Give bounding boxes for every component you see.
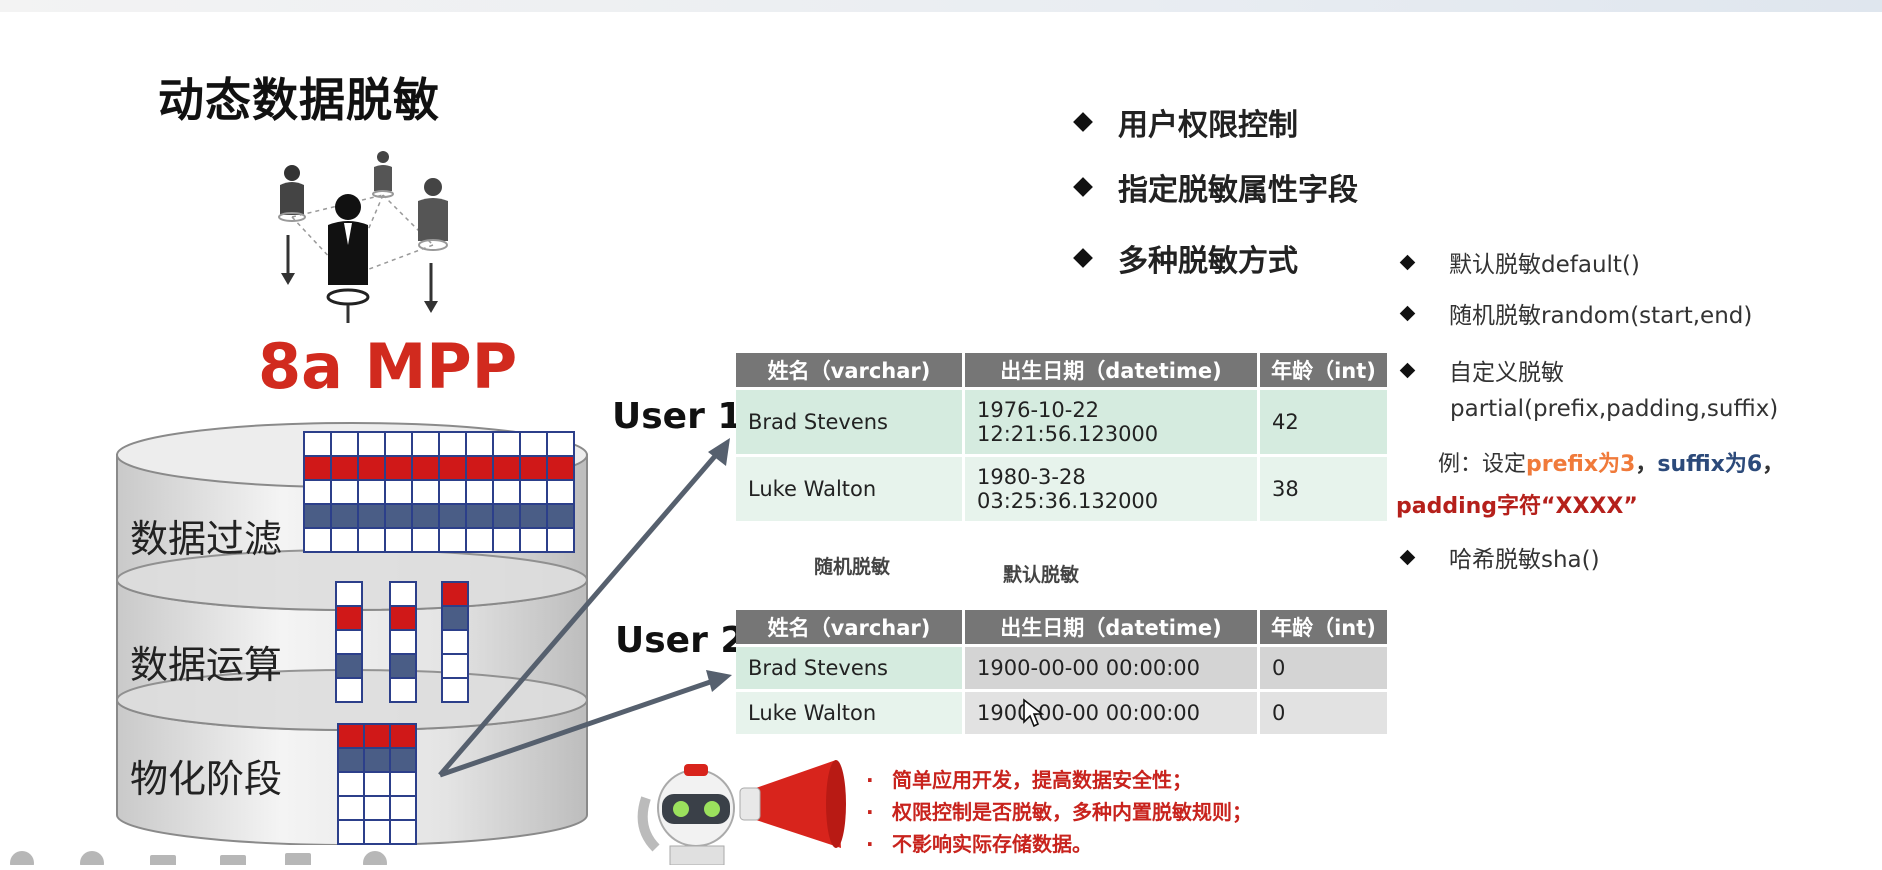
zoom-icon <box>220 855 246 867</box>
user2-label: User 2 <box>615 620 746 661</box>
method-item-random: 随机脱敏random(start,end) <box>1399 296 1752 330</box>
person-icon <box>278 165 306 222</box>
random-mask-label: 随机脱敏 <box>814 556 891 578</box>
user2-result-table: 姓名（varchar) 出生日期（datetime) 年龄（int) Brad … <box>733 607 1390 737</box>
diamond-bullet-icon <box>1399 254 1416 270</box>
people-network-icon <box>278 151 448 323</box>
previous-icon <box>10 851 34 870</box>
diamond-bullet-icon <box>1073 112 1093 132</box>
layer-filter-label: 数据过滤 <box>130 517 283 561</box>
presentation-toolbar[interactable] <box>0 845 420 870</box>
more-icon <box>363 851 387 870</box>
cell-name: Luke Walton <box>736 692 962 734</box>
diamond-bullet-icon <box>1399 305 1416 321</box>
cell-age: 0 <box>1260 647 1387 689</box>
feature-item: 多种脱敏方式 <box>1073 236 1298 280</box>
robot-megaphone-icon <box>637 760 846 865</box>
note-item: ·权限控制是否脱敏，多种内置脱敏规则； <box>866 800 1252 824</box>
column-header-name: 姓名（varchar) <box>736 610 962 644</box>
cell-age: 42 <box>1260 390 1387 454</box>
column-header-birth: 出生日期（datetime) <box>965 353 1257 387</box>
feature-item: 用户权限控制 <box>1073 100 1298 144</box>
data-grid-graphic <box>303 431 575 845</box>
slide-title: 动态数据脱敏 <box>158 73 440 127</box>
diamond-bullet-icon <box>1399 362 1416 378</box>
layer-compute-label: 数据运算 <box>130 643 283 687</box>
feature-item: 指定脱敏属性字段 <box>1073 165 1358 209</box>
column-header-birth: 出生日期（datetime) <box>965 610 1257 644</box>
table-row: Luke Walton 1900-00-00 00:00:00 0 <box>736 692 1387 734</box>
method-custom-signature: partial(prefix,padding,suffix) <box>1450 396 1779 422</box>
method-item-hash: 哈希脱敏sha() <box>1399 540 1600 574</box>
slides-icon <box>285 853 311 867</box>
user1-label: User 1 <box>612 396 743 437</box>
example-padding: padding字符“XXXX” <box>1396 494 1638 519</box>
cell-birth: 1900-00-00 00:00:00 <box>965 647 1257 689</box>
default-mask-label: 默认脱敏 <box>1003 564 1080 586</box>
flow-arrows <box>438 438 732 778</box>
example-line: 例：设定prefix为3，suffix为6， <box>1438 452 1785 477</box>
next-icon <box>80 851 104 870</box>
cell-age: 38 <box>1260 457 1387 521</box>
user1-result-table: 姓名（varchar) 出生日期（datetime) 年龄（int) Brad … <box>733 350 1390 524</box>
method-item-default: 默认脱敏default() <box>1399 245 1640 279</box>
cell-name: Brad Stevens <box>736 647 962 689</box>
cell-birth: 1900-00-00 00:00:00 <box>965 692 1257 734</box>
note-item: ·不影响实际存储数据。 <box>866 832 1092 856</box>
mouse-cursor-icon <box>1023 698 1044 728</box>
method-item-custom: 自定义脱敏 <box>1399 353 1564 387</box>
cell-name: Brad Stevens <box>736 390 962 454</box>
diamond-bullet-icon <box>1073 177 1093 197</box>
note-item: ·简单应用开发，提高数据安全性； <box>866 768 1192 792</box>
product-name: 8a MPP <box>258 330 518 403</box>
cell-age: 0 <box>1260 692 1387 734</box>
table-row: Brad Stevens 1900-00-00 00:00:00 0 <box>736 647 1387 689</box>
column-header-age: 年龄（int) <box>1260 610 1387 644</box>
diamond-bullet-icon <box>1399 549 1416 565</box>
cell-name: Luke Walton <box>736 457 962 521</box>
top-band <box>0 0 1882 12</box>
layer-materialize-label: 物化阶段 <box>130 757 283 801</box>
pen-icon <box>150 855 176 867</box>
column-header-name: 姓名（varchar) <box>736 353 962 387</box>
diamond-bullet-icon <box>1073 248 1093 268</box>
column-header-age: 年龄（int) <box>1260 353 1387 387</box>
